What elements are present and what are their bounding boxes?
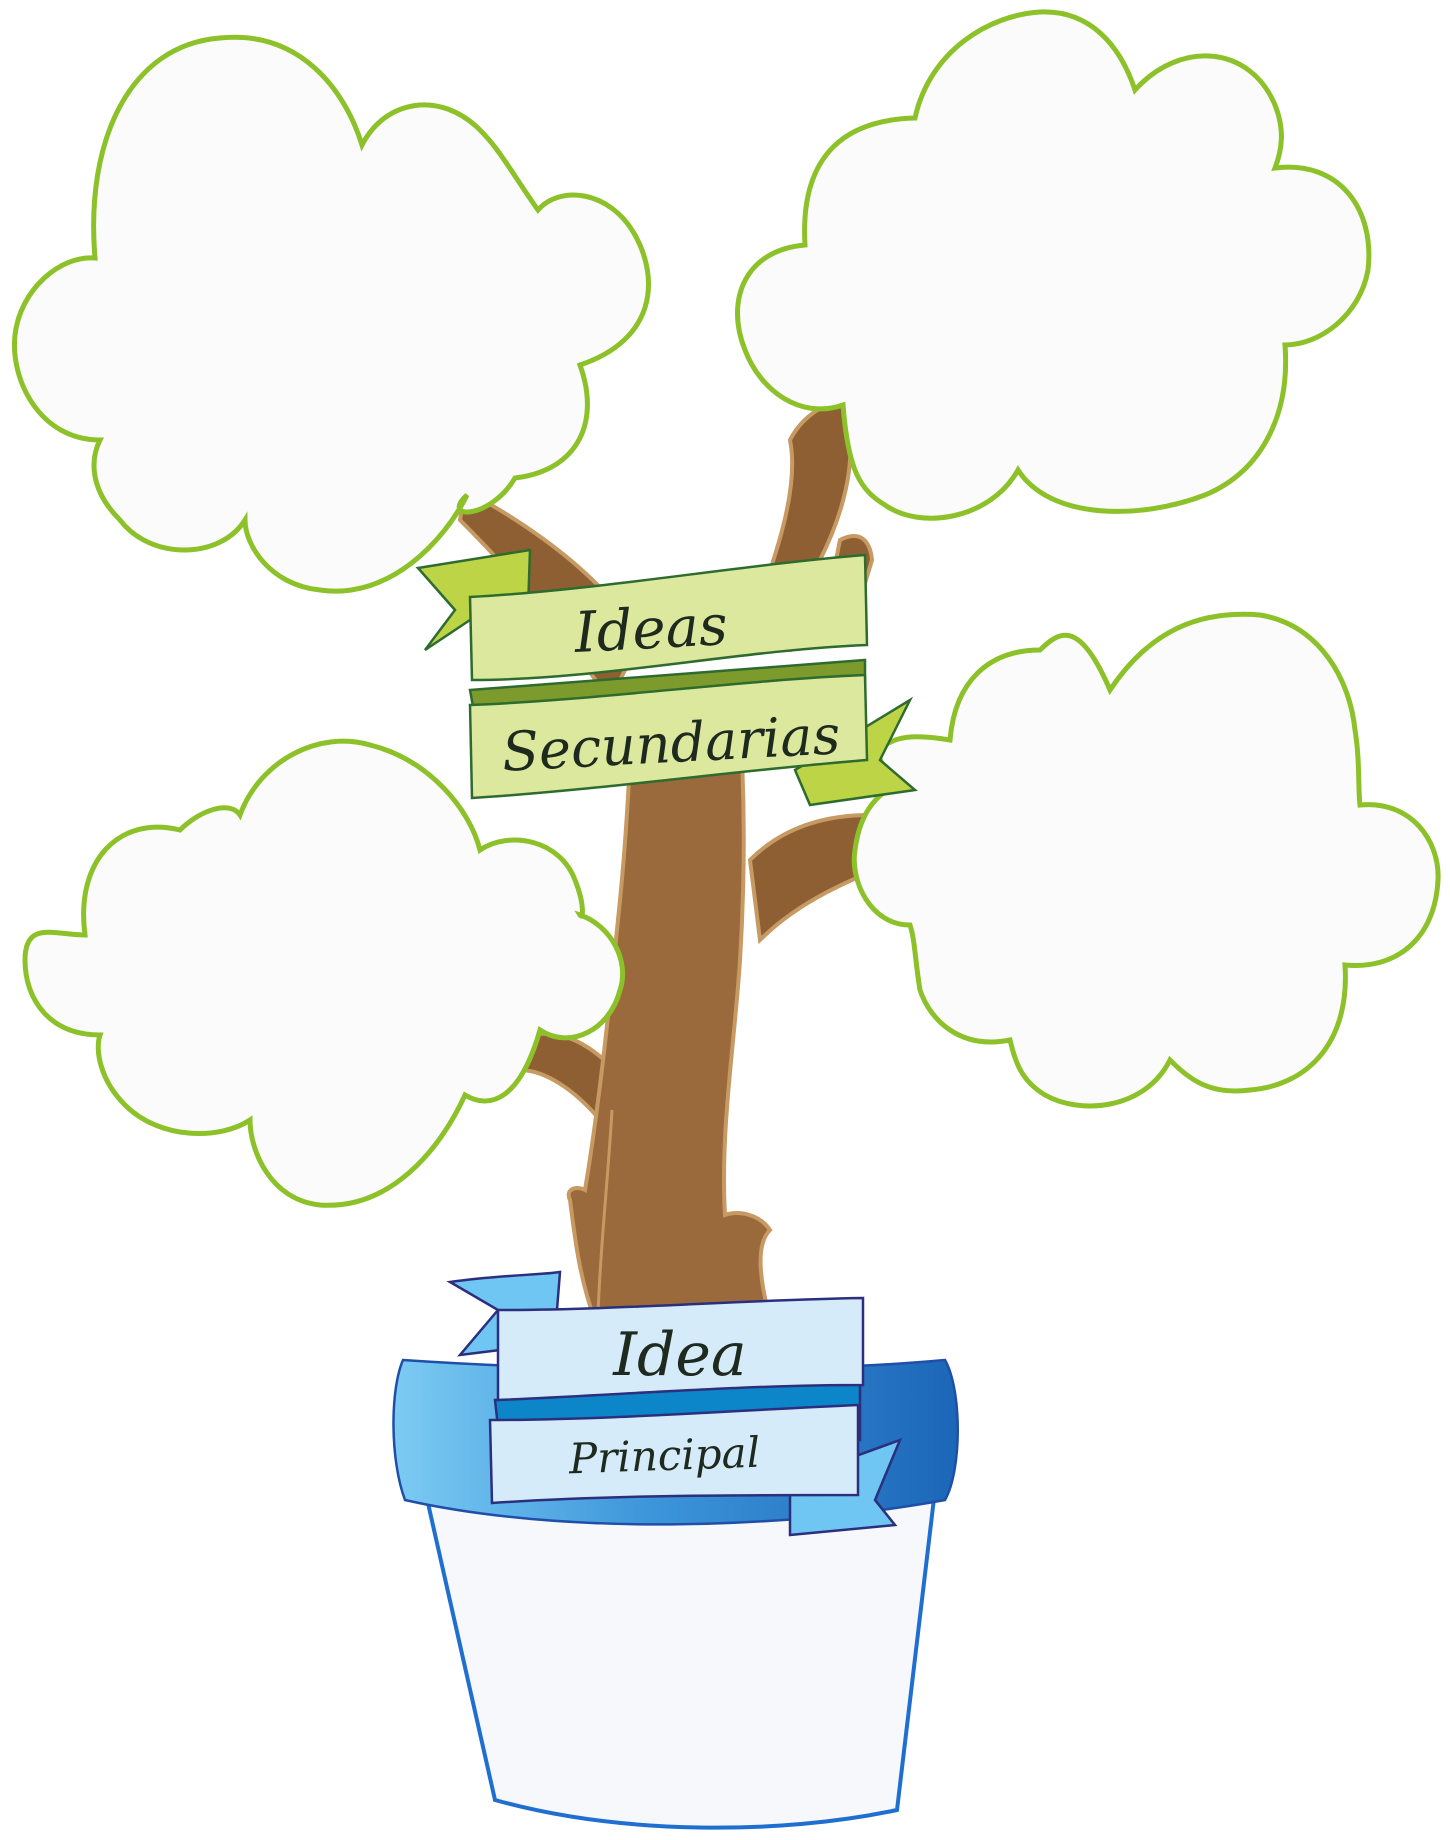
cloud-middle-left[interactable] xyxy=(25,741,623,1205)
secondary-ideas-line1: Ideas xyxy=(572,593,729,666)
main-idea-line1: Idea xyxy=(612,1320,746,1390)
main-idea-line2: Principal xyxy=(567,1428,761,1484)
main-idea-banner: Idea Principal xyxy=(450,1272,900,1535)
cloud-middle-right[interactable] xyxy=(854,614,1438,1106)
secondary-ideas-banner: Ideas Secundarias xyxy=(418,550,915,805)
cloud-top-left[interactable] xyxy=(14,37,648,591)
